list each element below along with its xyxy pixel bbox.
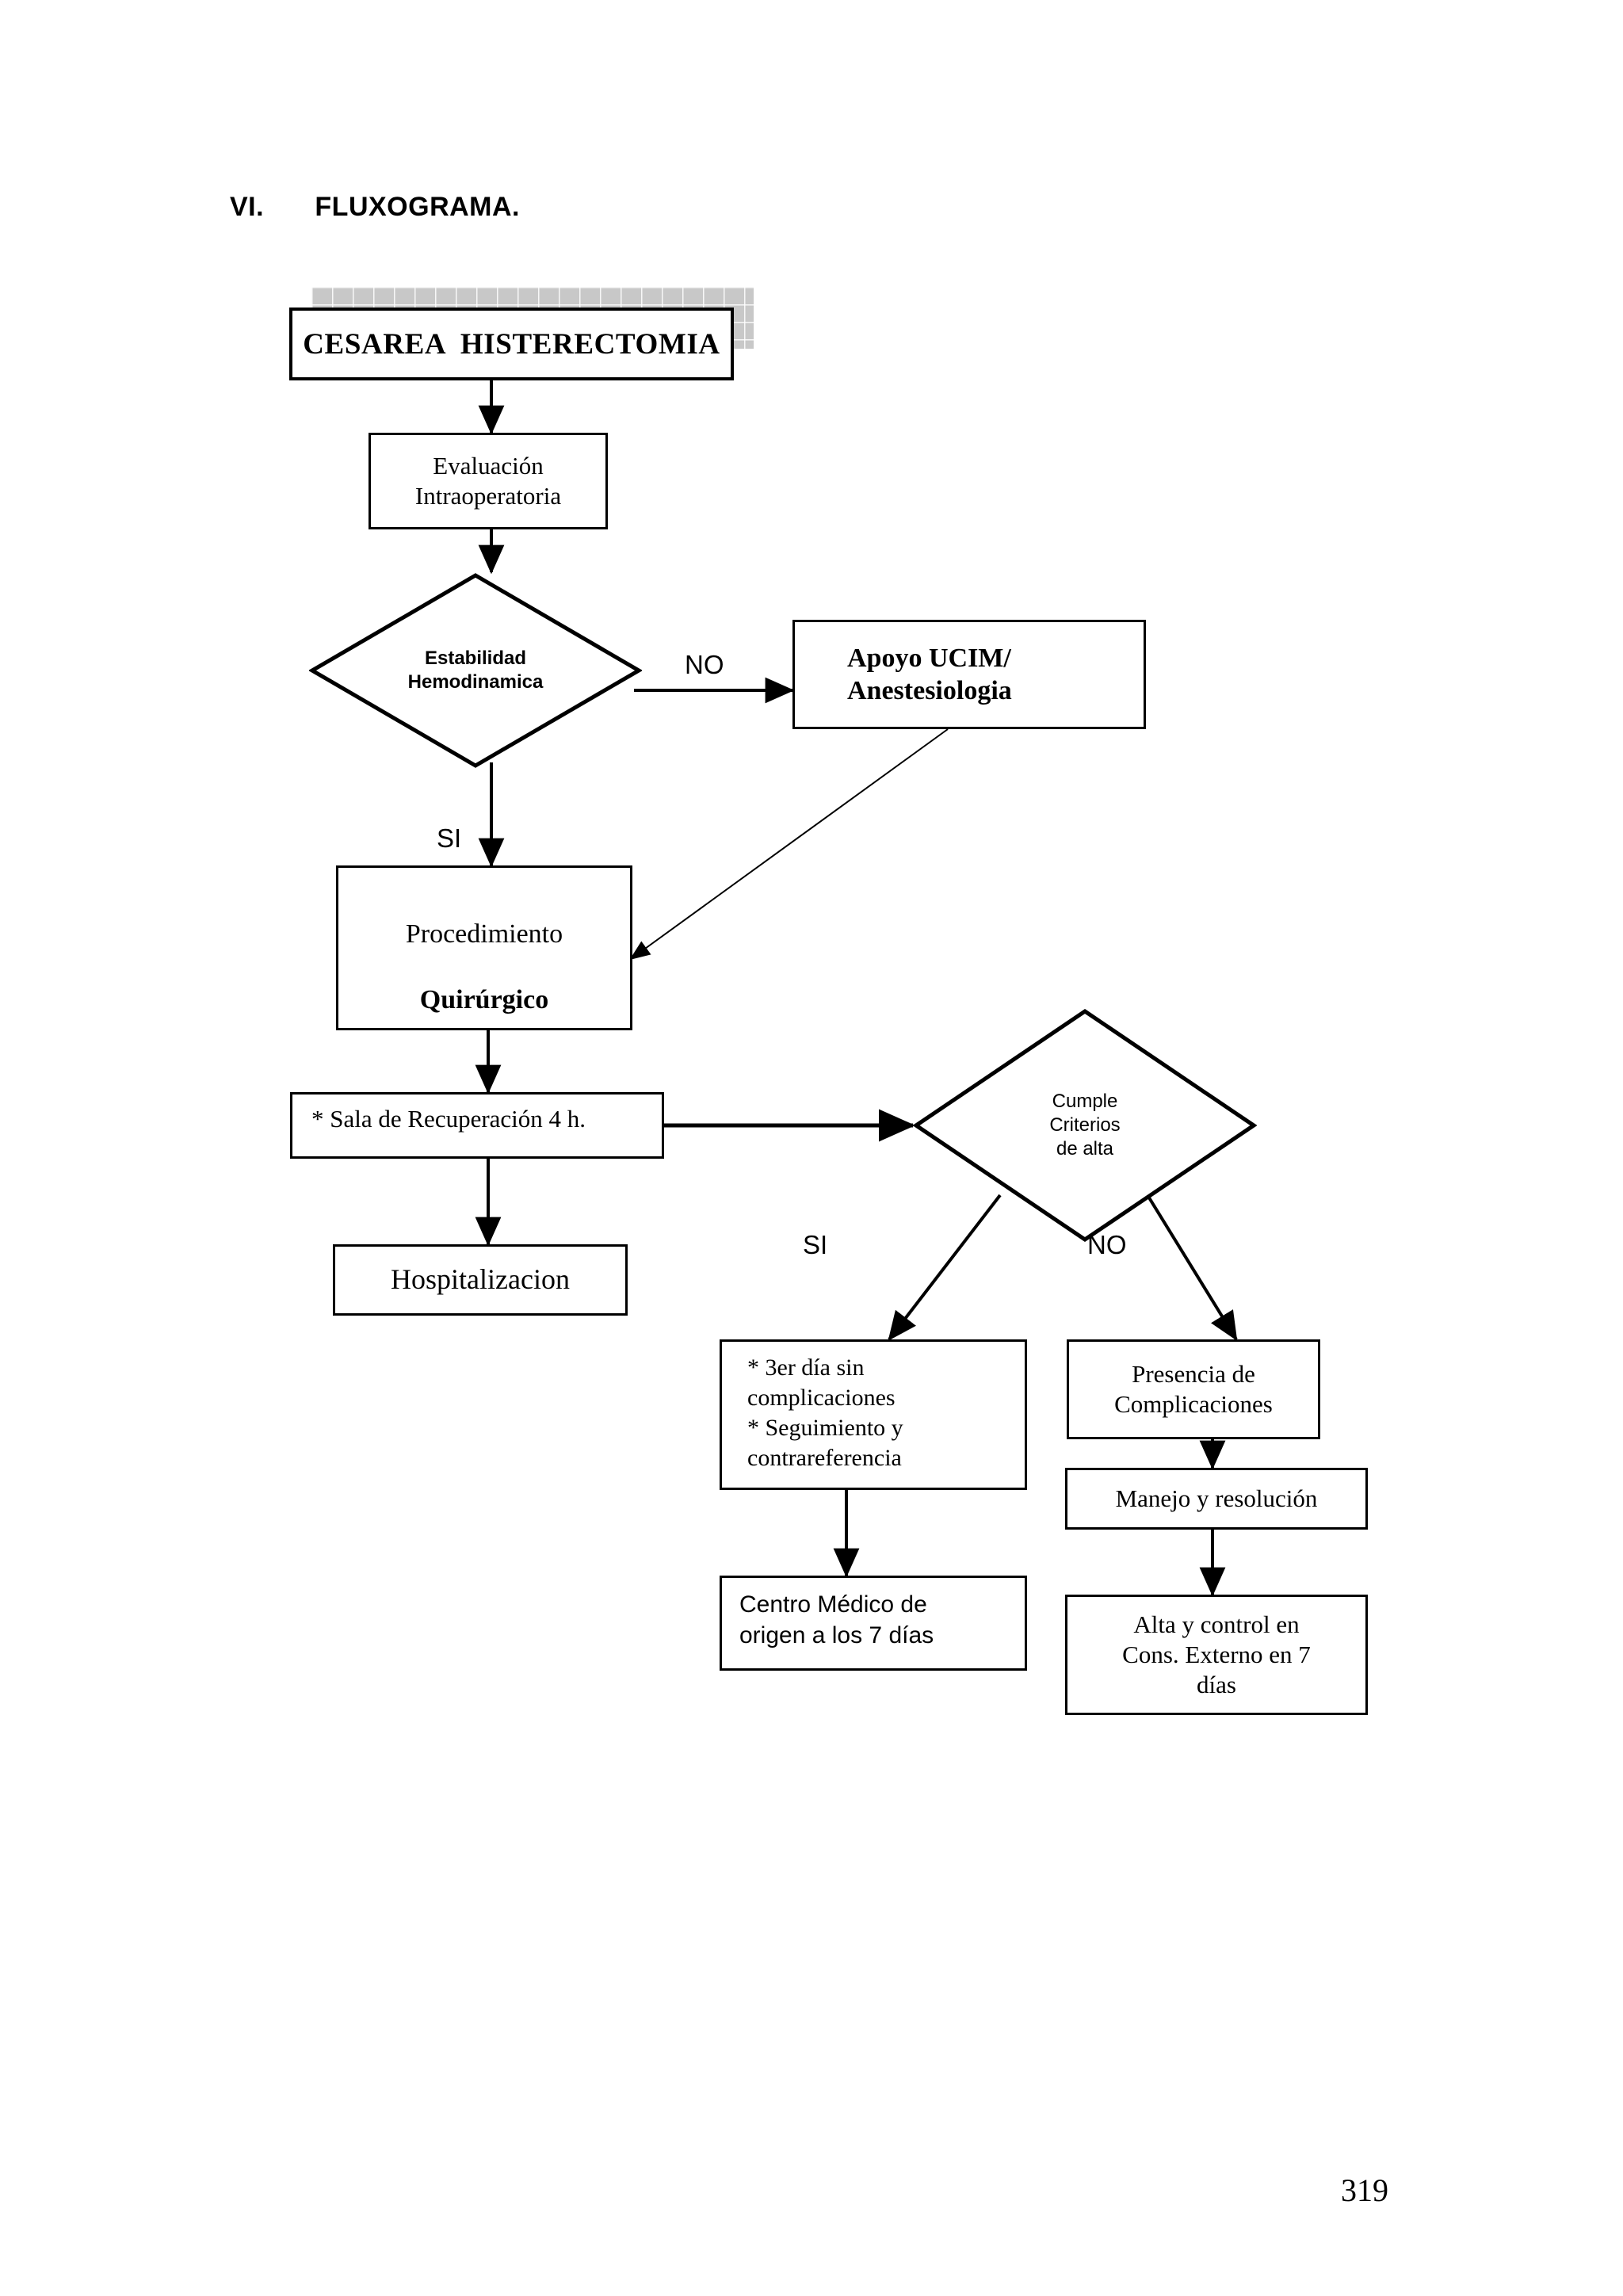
edge-label-no-criterios: NO: [1087, 1230, 1127, 1259]
node-tercer-dia-sin-complicaciones[interactable]: * 3er día sin complicaciones * Seguimien…: [720, 1339, 1027, 1490]
node-label-line2: Quirúrgico: [419, 985, 549, 1015]
node-estabilidad-hemodinamica[interactable]: Estabilidad Hemodinamica: [309, 572, 642, 769]
node-label-line1: Procedimiento: [405, 919, 563, 949]
node-manejo-resolucion[interactable]: Manejo y resolución: [1065, 1468, 1368, 1530]
node-apoyo-ucim-anestesiologia[interactable]: Apoyo UCIM/ Anestesiologia: [792, 620, 1146, 729]
node-label: * 3er día sin complicaciones * Seguimien…: [747, 1354, 903, 1472]
node-label: Manejo y resolución: [1115, 1484, 1318, 1513]
node-centro-medico-origen[interactable]: Centro Médico de origen a los 7 días: [720, 1576, 1027, 1671]
edge-apoyo-procedimiento: [629, 728, 949, 961]
node-label: CESAREA HISTERECTOMIA: [303, 327, 720, 361]
node-sala-recuperacion[interactable]: * Sala de Recuperación 4 h.: [290, 1092, 664, 1159]
page-number: 319: [1341, 2172, 1388, 2208]
node-presencia-complicaciones[interactable]: Presencia de Complicaciones: [1067, 1339, 1320, 1439]
edge-label-si-criterios: SI: [803, 1230, 828, 1259]
node-hospitalizacion[interactable]: Hospitalizacion: [333, 1244, 628, 1316]
node-label: Apoyo UCIM/ Anestesiologia: [847, 643, 1012, 705]
node-label: Hospitalizacion: [391, 1263, 570, 1296]
node-evaluacion-intraoperatoria[interactable]: Evaluación Intraoperatoria: [369, 433, 608, 529]
node-label: Evaluación Intraoperatoria: [414, 452, 562, 510]
edge-label-no-estabilidad: NO: [685, 650, 724, 679]
node-label: Presencia de Complicaciones: [1114, 1360, 1273, 1418]
node-cesarea-histerectomia[interactable]: CESAREA HISTERECTOMIA: [289, 308, 734, 380]
node-procedimiento-quirurgico[interactable]: Procedimiento Quirúrgico: [336, 865, 632, 1030]
node-label: Cumple Criterios de alta: [1049, 1091, 1121, 1159]
edge-label-si-estabilidad: SI: [437, 823, 462, 853]
node-alta-control-externo[interactable]: Alta y control en Cons. Externo en 7 día…: [1065, 1595, 1368, 1715]
node-label: Centro Médico de origen a los 7 días: [739, 1591, 934, 1648]
node-label: Estabilidad Hemodinamica: [407, 648, 544, 693]
node-label: * Sala de Recuperación 4 h.: [311, 1105, 586, 1133]
node-cumple-criterios-alta[interactable]: Cumple Criterios de alta: [913, 1008, 1257, 1243]
node-label: Alta y control en Cons. Externo en 7 día…: [1122, 1610, 1311, 1698]
page-title: VI. FLUXOGRAMA.: [230, 192, 520, 222]
